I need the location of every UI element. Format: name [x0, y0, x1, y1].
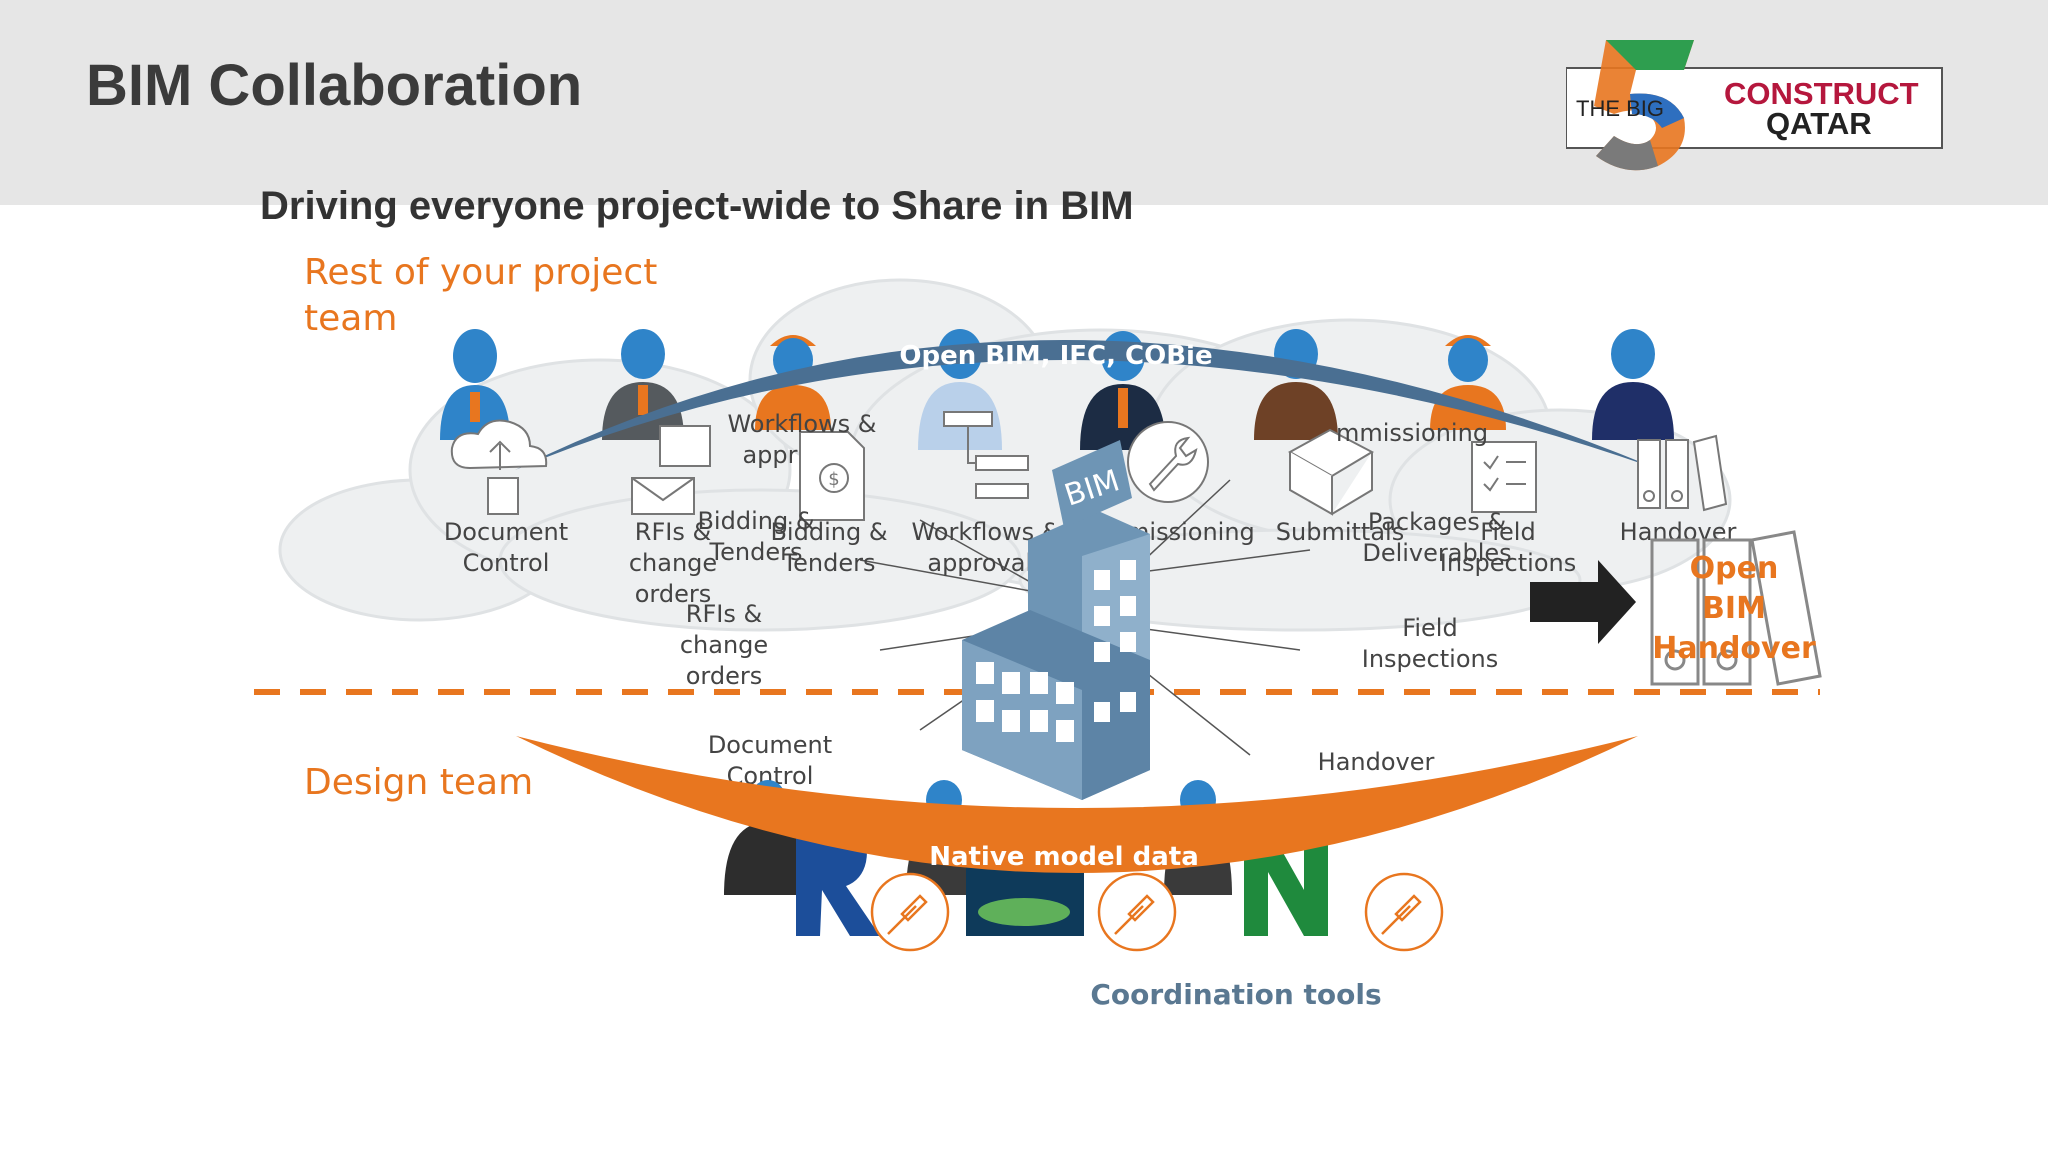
plug-icon	[1364, 872, 1444, 952]
person-hardhat-vest	[755, 335, 831, 430]
label-workflows: Workflows &approvals	[911, 518, 1060, 577]
inner-handover: Handover	[1318, 748, 1435, 776]
ghost-workflows: Workflows &	[727, 410, 876, 438]
logo-line1: CONSTRUCT	[1724, 76, 1919, 111]
label-handover: Handover	[1620, 518, 1737, 546]
ghost-packages: Packages &Deliverables	[1362, 508, 1511, 567]
label-bidding: Bidding &Tenders	[770, 518, 887, 577]
rest-team-label-line2: team	[304, 298, 398, 339]
handover-binders-icon	[1650, 530, 1822, 686]
cloud-upload-icon	[450, 419, 548, 515]
open-bim-arc	[515, 340, 1660, 470]
ghost-labels: Workflows & appr mmissioning Bidding &Te…	[697, 410, 1511, 567]
wrench-icon	[1127, 421, 1209, 503]
invoice-icon: $	[799, 431, 865, 521]
civil3d-swoosh	[978, 898, 1070, 926]
native-model-data-arc	[516, 736, 1638, 873]
big5-construct-qatar-logo: THE BIG CONSTRUCT QATAR	[1566, 40, 1943, 171]
arrow-right-icon	[1530, 560, 1636, 644]
ghost-commissioning-cut: mmissioning	[1336, 419, 1488, 447]
ghost-bidding: Bidding &Tenders	[697, 507, 814, 566]
packages-icon	[1287, 428, 1375, 516]
checklist-icon	[1471, 441, 1537, 513]
native-model-data-label: Native model data	[929, 842, 1199, 872]
plug-icon	[1097, 872, 1177, 952]
svg-text:$: $	[828, 469, 839, 490]
binders-icon	[1637, 434, 1728, 512]
label-submittals: Submittals	[1276, 518, 1404, 546]
rest-team-label-line1: Rest of your project	[304, 252, 658, 293]
email-icon	[631, 425, 711, 515]
handover-box-line2: BIM	[1702, 591, 1766, 626]
revit-logo-icon	[796, 826, 880, 936]
ghost-approvals-cut: appr	[742, 441, 797, 469]
coordination-tools-label: Coordination tools	[1090, 978, 1381, 1011]
logo-prefix: THE BIG	[1576, 96, 1664, 121]
slide-subtitle: Driving everyone project-wide to Share i…	[260, 184, 1134, 228]
flowchart-icon	[943, 411, 1029, 499]
open-bim-arc-label: Open BIM, IFC, COBie	[899, 341, 1212, 371]
slide-title: BIM Collaboration	[86, 53, 583, 118]
handover-box-line3: Handover	[1652, 631, 1816, 666]
bim-building: BIM	[962, 440, 1150, 800]
person-polo-tablet	[1592, 329, 1674, 440]
logo-line2: QATAR	[1766, 106, 1872, 141]
handover-box-line1: Open	[1690, 551, 1779, 586]
design-team-label: Design team	[304, 762, 534, 803]
plug-icon	[870, 872, 950, 952]
